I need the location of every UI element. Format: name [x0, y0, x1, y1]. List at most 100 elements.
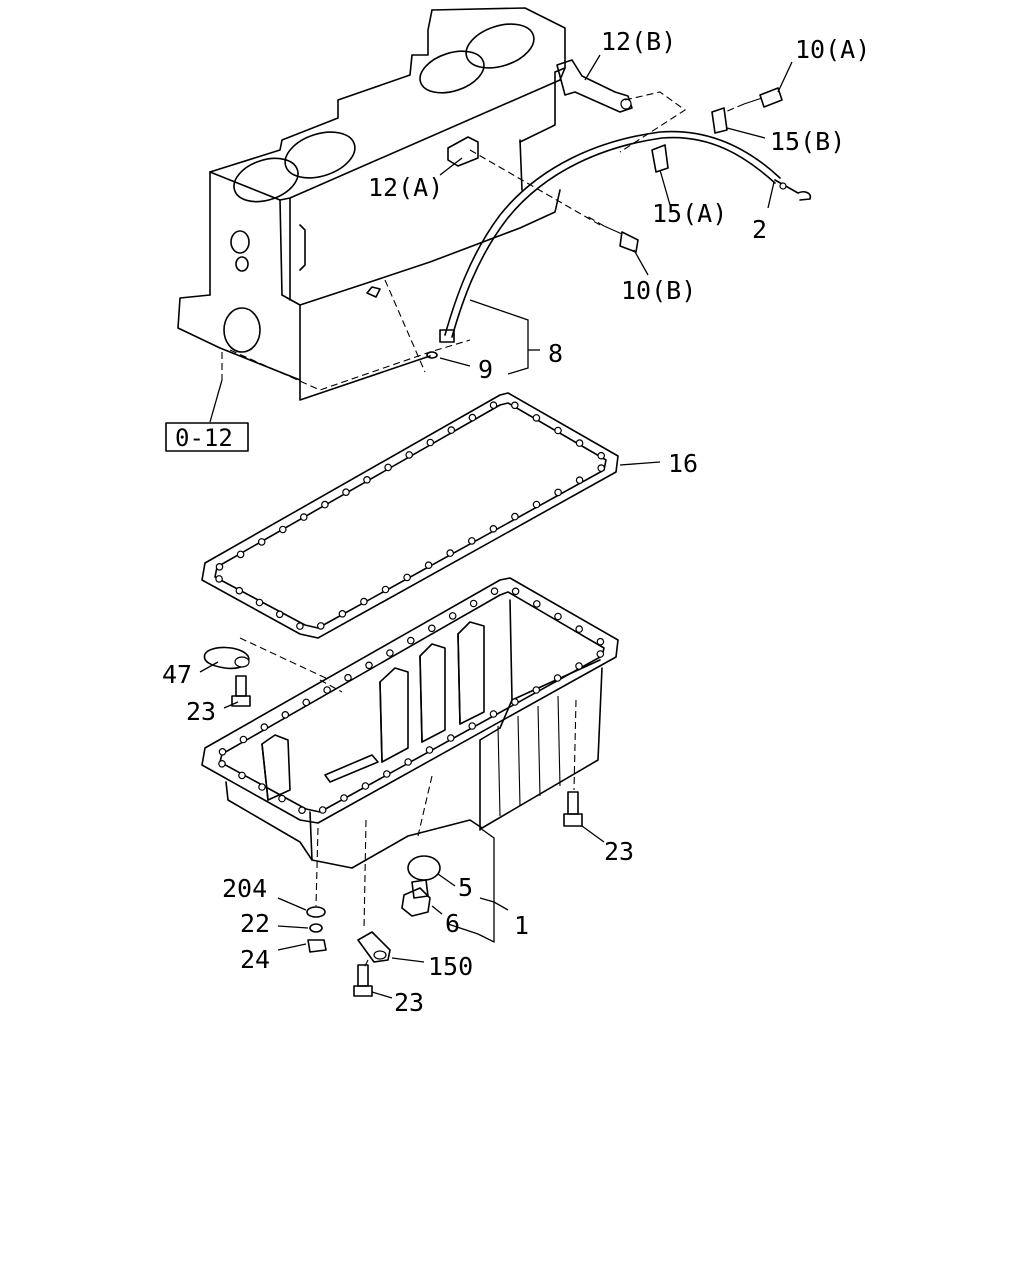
bolt-hole [511, 698, 519, 706]
bolt-hole [386, 649, 394, 657]
callout-15A: 15(A) [652, 199, 727, 228]
bolt-hole [298, 806, 306, 815]
bolt-hole [489, 710, 498, 718]
bolt-hole [405, 451, 414, 459]
bolt-hole [384, 463, 392, 472]
bolt-hole [489, 401, 498, 410]
bolt-hole [575, 662, 583, 670]
callout-16: 16 [668, 449, 698, 478]
bolt-hole [278, 794, 286, 803]
bolt-hole [218, 747, 227, 756]
bolt-hole [532, 686, 541, 694]
bolt-hole [299, 513, 308, 521]
bolt-hole [281, 710, 290, 719]
leader-lines [199, 54, 793, 999]
bolt-hole [597, 451, 606, 460]
hardware [203, 646, 583, 997]
bolt-hole [554, 426, 562, 435]
seal-ring [203, 646, 250, 670]
bolt-hole [235, 586, 244, 595]
nut [307, 939, 327, 953]
callout-204: 204 [222, 874, 267, 903]
bracket [357, 931, 391, 963]
bolt-hole [363, 475, 371, 484]
bolt-hole [596, 637, 605, 646]
bolt-hole [360, 597, 368, 606]
drain-plug-washer [407, 855, 441, 881]
bolt-hole [447, 426, 456, 434]
oil-pan-flange-bolt-holes [218, 587, 605, 815]
bolt [353, 964, 373, 997]
callout-23-right: 23 [604, 837, 634, 866]
bolt-hole [218, 759, 226, 768]
bolt-hole [275, 610, 284, 619]
bolt-hole [468, 722, 477, 730]
callout-12A: 12(A) [368, 173, 443, 202]
bolt-hole [260, 723, 269, 731]
bolt-hole [215, 575, 223, 583]
oil-pan [201, 577, 619, 969]
bolt-hole [575, 625, 584, 633]
bolt-hole [338, 609, 347, 618]
bolt-hole [381, 585, 390, 594]
bolt-hole [596, 650, 605, 658]
bolt-hole [424, 561, 433, 570]
drain-plug [401, 879, 431, 917]
bolt-hole [554, 612, 562, 621]
bolt [231, 675, 251, 707]
bolt [563, 791, 583, 827]
oil-pan-gasket [201, 392, 619, 639]
callout-23-left: 23 [186, 697, 216, 726]
bolt-hole [361, 782, 370, 790]
bolt-hole [296, 622, 304, 630]
bolt-hole [406, 636, 415, 645]
callout-22: 22 [240, 909, 270, 938]
gasket-bolt-holes [215, 401, 606, 630]
bolt-hole [448, 612, 457, 620]
lock-washer [309, 923, 323, 933]
bolt-hole [427, 624, 436, 633]
bolt-hole [532, 414, 541, 422]
dipstick-assembly [384, 59, 812, 373]
bolt-hole [215, 562, 224, 571]
callout-10B: 10(B) [621, 276, 696, 305]
reference-box-label: 0-12 [175, 424, 233, 452]
bolt-hole [468, 413, 477, 422]
callout-6: 6 [445, 909, 460, 938]
bolt-hole [446, 549, 455, 557]
bolt-hole [532, 500, 541, 509]
bolt-hole [467, 537, 476, 545]
bolt-hole [342, 488, 350, 497]
callout-47: 47 [162, 660, 192, 689]
bolt-hole [365, 661, 373, 670]
bolt-hole [318, 806, 327, 814]
bolt-hole [236, 550, 245, 559]
bolt-hole [490, 587, 499, 596]
bolt-hole [340, 794, 348, 802]
bolt-hole [510, 401, 519, 410]
callout-5: 5 [458, 873, 473, 902]
bolt-hole [239, 735, 248, 744]
bolt-hole [302, 698, 311, 707]
callout-labels: 12(B) 10(A) 15(B) 12(A) 15(A) 2 10(B) 8 … [162, 27, 870, 1017]
callout-23-bottom: 23 [394, 988, 424, 1017]
callout-10A: 10(A) [795, 35, 870, 64]
bolt-hole [469, 599, 478, 608]
bolt-hole [258, 783, 266, 791]
bolt-hole [511, 512, 519, 521]
callout-12B: 12(B) [601, 27, 676, 56]
bolt-hole [575, 439, 584, 447]
bolt-hole [316, 622, 325, 630]
bolt-hole [404, 758, 412, 766]
bolt-hole [257, 538, 266, 546]
bolt-hole [446, 734, 455, 742]
bolt-hole [344, 673, 352, 682]
bolt-hole [554, 488, 562, 497]
bolt-hole [532, 600, 541, 608]
washer [306, 906, 326, 918]
callout-150: 150 [428, 952, 473, 981]
callout-24: 24 [240, 945, 270, 974]
bolt-hole [426, 438, 435, 447]
bolt-hole [278, 525, 287, 534]
